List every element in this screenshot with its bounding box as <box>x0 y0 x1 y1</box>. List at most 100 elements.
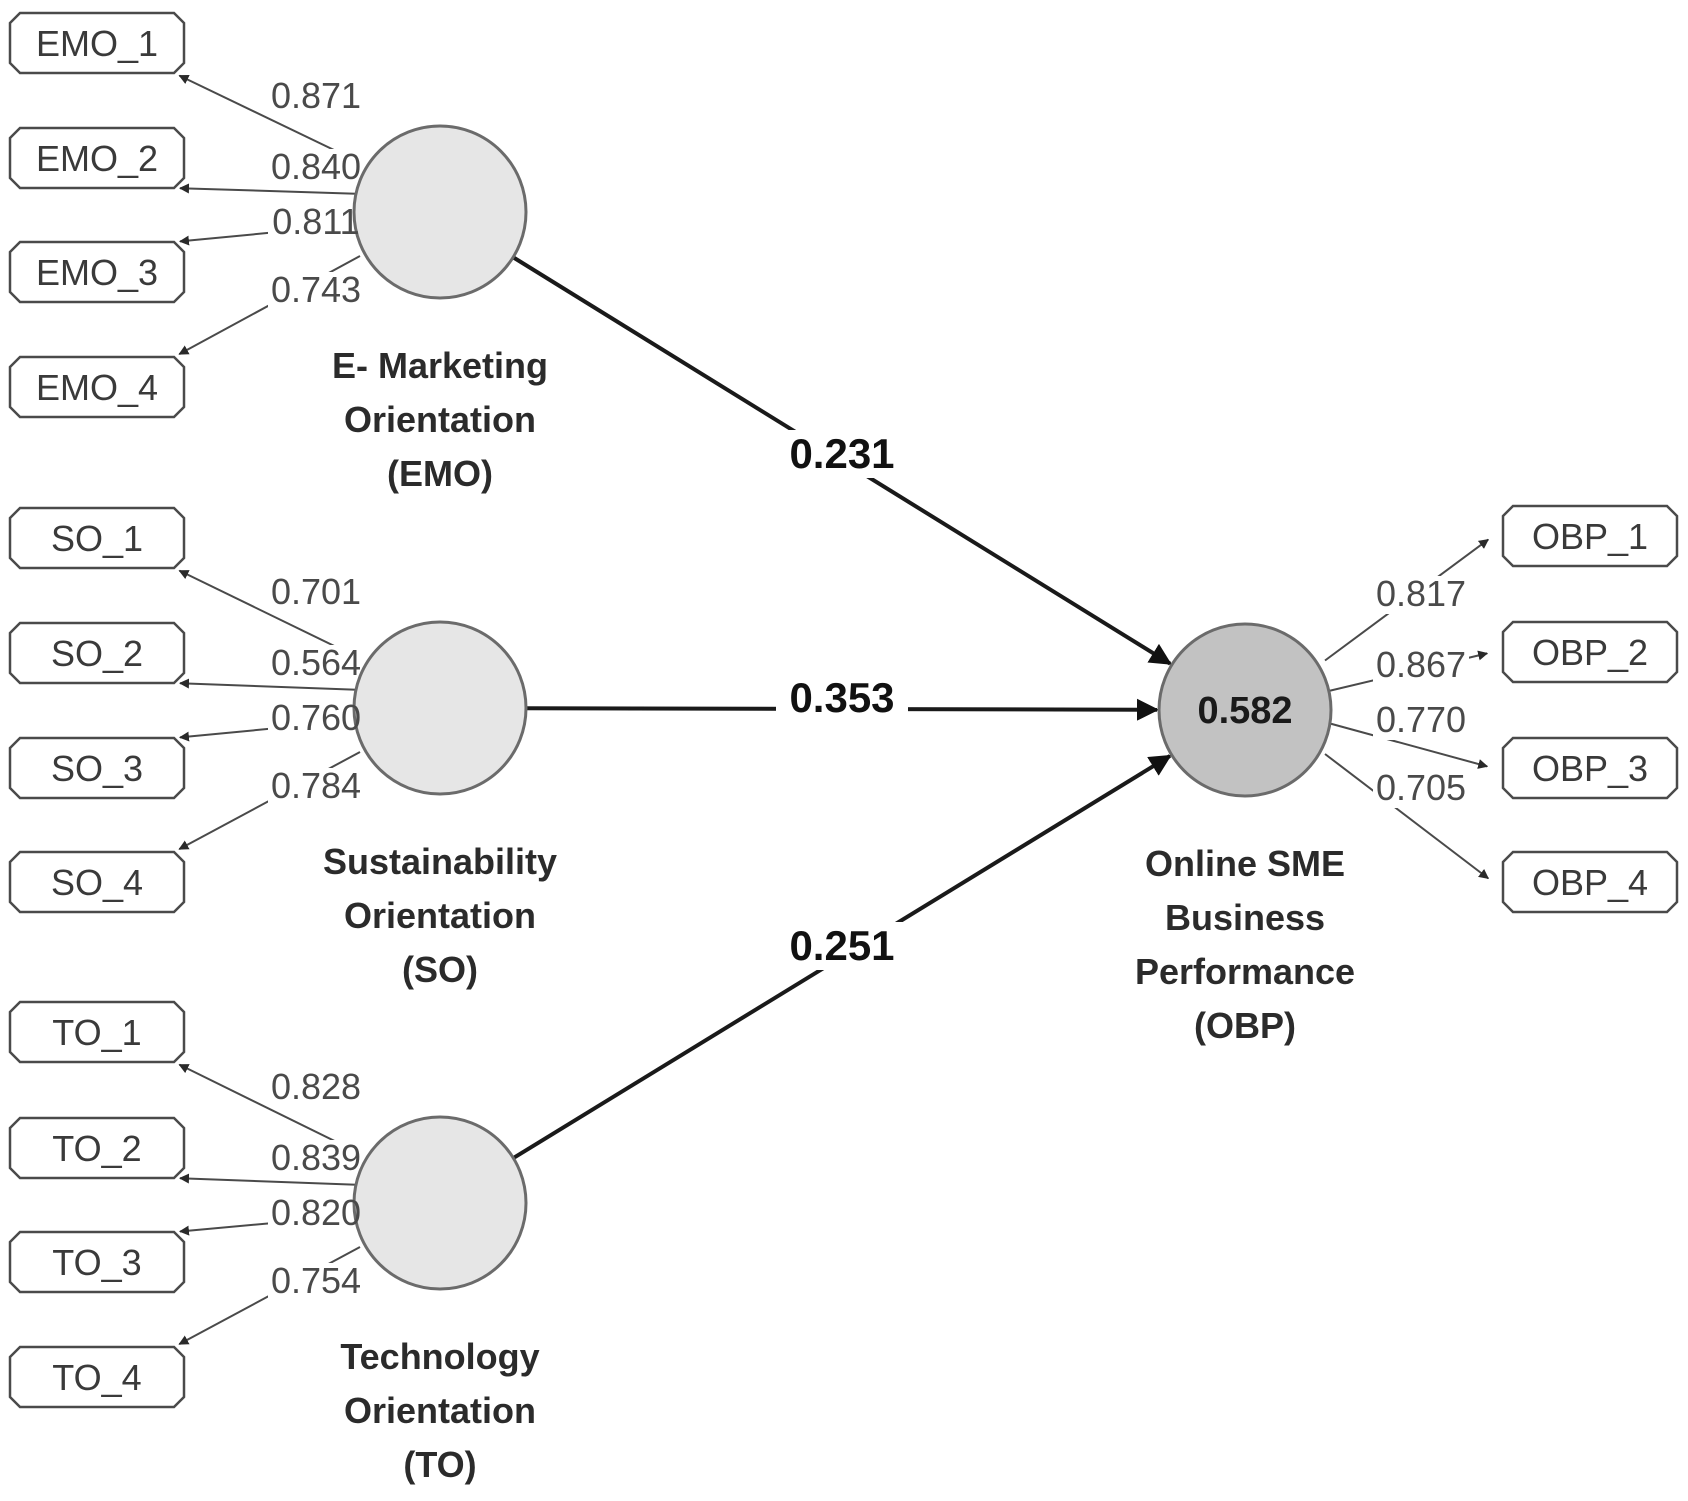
measurement-paths <box>178 74 1490 1346</box>
loading-path-emo_2 <box>178 183 361 195</box>
loading-label-bg <box>268 768 364 806</box>
indicator-label-emo_2: EMO_2 <box>36 138 158 179</box>
latent-variables <box>352 124 1333 1291</box>
path-coefficient-emo-obp: 0.231 <box>789 430 894 477</box>
loading-path-so_1 <box>178 569 361 660</box>
indicator-label-to_1: TO_1 <box>52 1012 141 1053</box>
indicator-label-so_2: SO_2 <box>51 633 143 674</box>
indicator-box-emo_2 <box>8 126 186 190</box>
indicator-label-to_4: TO_4 <box>52 1357 141 1398</box>
indicator-box-to_4 <box>8 1345 186 1409</box>
r-squared-obp: 0.582 <box>1197 690 1292 732</box>
structural-paths <box>512 255 1172 1160</box>
loading-label-bg <box>268 78 364 116</box>
loading-label-bg <box>268 574 364 612</box>
loading-value-so_2: 0.564 <box>271 642 361 683</box>
loading-value-obp_1: 0.817 <box>1376 573 1466 614</box>
indicator-box-to_1 <box>8 1000 186 1064</box>
loading-value-to_3: 0.820 <box>271 1192 361 1233</box>
latent-variable-so <box>352 620 528 796</box>
path-coefficient-so-obp: 0.353 <box>789 674 894 721</box>
construct-label-emo-line-2: Orientation <box>344 399 536 440</box>
path-label-bg <box>776 674 908 722</box>
indicator-label-emo_1: EMO_1 <box>36 23 158 64</box>
indicator-box-emo_4 <box>8 355 186 419</box>
loading-label-bg <box>268 1069 364 1107</box>
indicator-label-so_1: SO_1 <box>51 518 143 559</box>
loading-label-bg <box>268 272 364 310</box>
construct-label-obp-line-3: Performance <box>1135 951 1355 992</box>
loading-value-so_1: 0.701 <box>271 571 361 612</box>
loading-value-so_4: 0.784 <box>271 765 361 806</box>
loading-path-so_2 <box>178 678 361 691</box>
latent-variable-emo <box>352 124 528 300</box>
loading-value-to_2: 0.839 <box>271 1137 361 1178</box>
indicator-label-obp_2: OBP_2 <box>1532 632 1648 673</box>
loading-value-obp_2: 0.867 <box>1376 644 1466 685</box>
path-label-bg <box>776 922 908 970</box>
loading-value-emo_3: 0.811 <box>272 201 359 242</box>
construct-label-so-line-1: Sustainability <box>323 841 557 882</box>
path-coefficient-to-obp: 0.251 <box>789 922 894 969</box>
indicator-box-obp_2 <box>1501 620 1679 684</box>
loading-path-to_2 <box>178 1173 361 1186</box>
indicator-box-so_4 <box>8 850 186 914</box>
loading-label-bg <box>268 149 364 187</box>
loading-label-bg <box>1373 702 1469 740</box>
indicator-box-so_2 <box>8 621 186 685</box>
indicator-box-so_3 <box>8 736 186 800</box>
construct-label-obp-line-1: Online SME <box>1145 843 1345 884</box>
indicator-box-obp_3 <box>1501 736 1679 800</box>
loading-value-emo_2: 0.840 <box>271 146 361 187</box>
latent-variable-obp <box>1157 622 1333 798</box>
loading-path-obp_3 <box>1324 721 1489 769</box>
indicator-label-to_2: TO_2 <box>52 1128 141 1169</box>
indicator-label-obp_1: OBP_1 <box>1532 516 1648 557</box>
loading-value-obp_3: 0.770 <box>1376 699 1466 740</box>
loading-label-bg <box>268 700 364 738</box>
indicator-label-emo_4: EMO_4 <box>36 367 158 408</box>
construct-label-to-line-2: Orientation <box>344 1390 536 1431</box>
construct-label-so-line-3: (SO) <box>402 949 478 990</box>
loading-value-emo_4: 0.743 <box>271 269 361 310</box>
path-label-bg <box>776 430 908 478</box>
indicator-label-obp_4: OBP_4 <box>1532 862 1648 903</box>
construct-label-to-line-1: Technology <box>340 1336 539 1377</box>
construct-label-so-line-2: Orientation <box>344 895 536 936</box>
loading-value-obp_4: 0.705 <box>1376 767 1466 808</box>
indicator-boxes <box>8 11 1679 1409</box>
indicator-box-obp_1 <box>1501 504 1679 568</box>
loading-label-bg <box>268 1263 364 1301</box>
construct-label-to-line-3: (TO) <box>403 1444 476 1485</box>
construct-label-obp-line-4: (OBP) <box>1194 1005 1296 1046</box>
indicator-box-to_3 <box>8 1230 186 1294</box>
loading-label-bg <box>268 1140 364 1178</box>
indicator-box-emo_1 <box>8 11 186 75</box>
loading-path-to_1 <box>178 1063 361 1155</box>
loading-label-bg <box>268 204 364 242</box>
construct-label-emo-line-1: E- Marketing <box>332 345 548 386</box>
latent-variable-to <box>352 1115 528 1291</box>
loading-label-bg <box>1373 770 1469 808</box>
loading-path-emo_1 <box>178 74 361 164</box>
indicator-label-so_4: SO_4 <box>51 862 143 903</box>
loading-value-emo_1: 0.871 <box>271 75 361 116</box>
construct-label-obp-line-2: Business <box>1165 897 1325 938</box>
indicator-label-so_3: SO_3 <box>51 748 143 789</box>
construct-label-emo-line-3: (EMO) <box>387 453 493 494</box>
loading-label-bg <box>268 1195 364 1233</box>
indicator-label-obp_3: OBP_3 <box>1532 748 1648 789</box>
loading-value-so_3: 0.760 <box>271 697 361 738</box>
loading-value-to_4: 0.754 <box>271 1260 361 1301</box>
indicator-box-to_2 <box>8 1116 186 1180</box>
loading-value-to_1: 0.828 <box>271 1066 361 1107</box>
indicator-box-obp_4 <box>1501 850 1679 914</box>
indicator-label-emo_3: EMO_3 <box>36 252 158 293</box>
loading-label-bg <box>1373 647 1469 685</box>
loading-path-obp_4 <box>1324 753 1490 880</box>
indicator-label-to_3: TO_3 <box>52 1242 141 1283</box>
loading-label-bg <box>268 645 364 683</box>
loading-label-bg <box>1373 576 1469 614</box>
